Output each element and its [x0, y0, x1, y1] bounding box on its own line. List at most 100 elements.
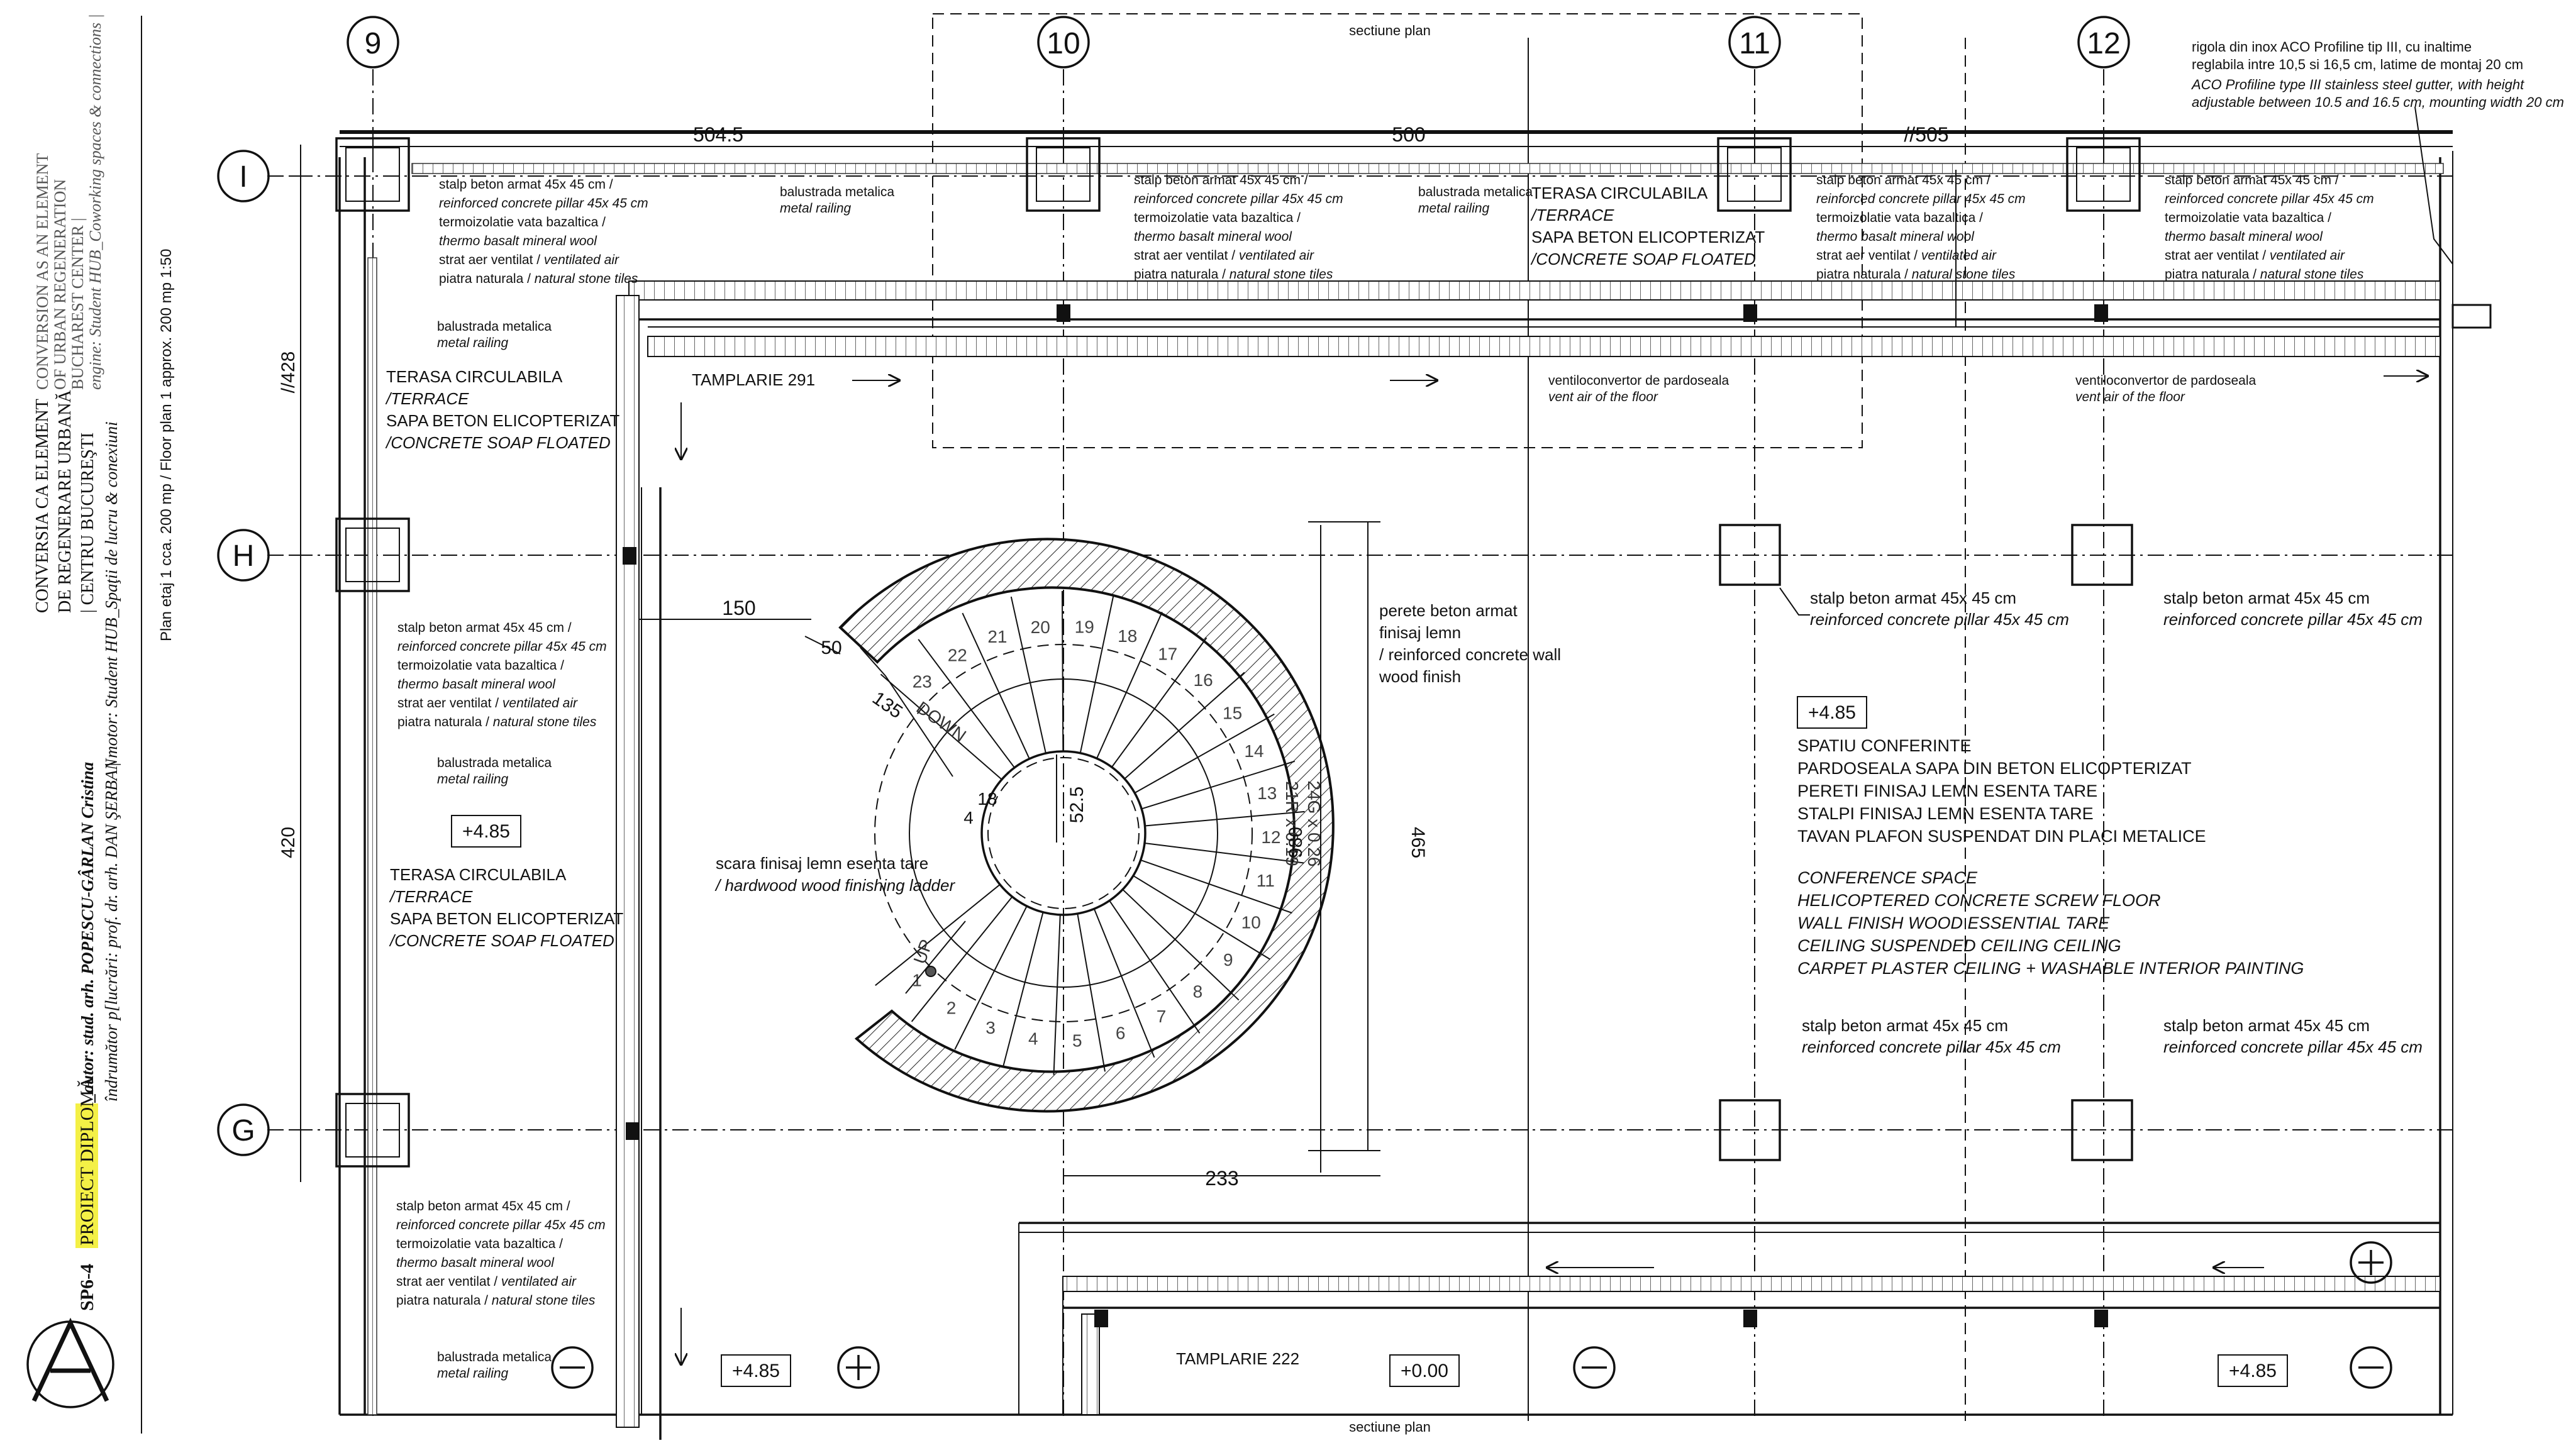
- stair-tread-line: [1010, 596, 1046, 754]
- flow-arrows: [681, 376, 2428, 1364]
- terrace-note-mid: TERASA CIRCULABILA /TERRACE SAPA BETON E…: [389, 865, 623, 950]
- coordinator-line: îndrumător p[lucrări: prof. dr. arh. DAN…: [102, 758, 121, 1102]
- svg-text:stalp beton armat 45x 45 cm: stalp beton armat 45x 45 cm: [1810, 589, 2016, 607]
- pillar-short-G11: stalp beton armat 45x 45 cm reinforced c…: [1802, 1016, 2061, 1056]
- svg-text:+4.85: +4.85: [2229, 1361, 2277, 1381]
- svg-text:stalp beton armat 45x 45 cm /: stalp beton armat 45x 45 cm /: [397, 621, 572, 635]
- svg-text:reinforced concrete pillar 45x: reinforced concrete pillar 45x 45 cm: [439, 196, 648, 211]
- stair-step-number: 12: [1261, 827, 1280, 847]
- section-label-top: sectiune plan: [1349, 23, 1431, 38]
- dim-233: 233: [1205, 1167, 1238, 1190]
- stair-tread-line: [1002, 912, 1044, 1068]
- svg-text:11: 11: [1739, 27, 1770, 60]
- pillar-note-G9: stalp beton armat 45x 45 cm / reinforced…: [396, 1199, 606, 1308]
- pillar-note-I10: stalp beton armat 45x 45 cm / reinforced…: [1134, 173, 1343, 282]
- svg-text:10: 10: [1046, 27, 1080, 60]
- axis-bubble-12: 12: [2077, 16, 2130, 69]
- svg-text:SAPA BETON ELICOPTERIZAT: SAPA BETON ELICOPTERIZAT: [386, 411, 619, 430]
- axis-bubble-I: I: [217, 150, 270, 202]
- stair-step-number: 21: [987, 627, 1007, 646]
- svg-text:piatra naturala / natural ston: piatra naturala / natural stone tiles: [397, 715, 597, 729]
- faculty-logo: [26, 1317, 114, 1408]
- railing-left: [367, 257, 377, 1415]
- grid-axes: 9 10 11 12 I H G: [217, 16, 2453, 1421]
- ro-motor: | motor: Student HUB_Spaţii de lucru & c…: [102, 421, 121, 767]
- dim-980: 980: [1285, 827, 1306, 858]
- pillar-note-I9: stalp beton armat 45x 45 cm / reinforced…: [439, 177, 648, 286]
- svg-text:/ hardwood wood finishing ladd: / hardwood wood finishing ladder: [714, 876, 955, 895]
- svg-text:termoizolatie vata bazaltica /: termoizolatie vata bazaltica /: [1816, 211, 1983, 225]
- stair-tread-line: [1096, 611, 1163, 759]
- stair-tread-line: [918, 639, 1015, 768]
- stair-step-number: 16: [1194, 670, 1213, 690]
- svg-text:thermo basalt mineral wool: thermo basalt mineral wool: [397, 677, 556, 692]
- svg-text:stalp beton armat 45x 45 cm: stalp beton armat 45x 45 cm: [2163, 589, 2370, 607]
- stair-tread-line: [875, 884, 1001, 987]
- svg-text:thermo basalt mineral wool: thermo basalt mineral wool: [2165, 229, 2323, 244]
- svg-text:TERASA CIRCULABILA: TERASA CIRCULABILA: [386, 367, 563, 386]
- en-title-3: BUCHAREST CENTER |: [69, 218, 87, 390]
- svg-text:+0.00: +0.00: [1401, 1361, 1448, 1381]
- stair-tread-line: [1053, 914, 1061, 1075]
- stair-tread-line: [1124, 671, 1245, 780]
- svg-text:strat aer ventilat / ventilate: strat aer ventilat / ventilated air: [396, 1274, 577, 1289]
- dim-I-H: //428: [278, 351, 299, 394]
- glazing-band-bottom: [1018, 1222, 2441, 1415]
- joinery-label-top: TAMPLARIE 291: [692, 370, 815, 389]
- svg-text:TAVAN PLAFON SUSPENDAT DIN PLA: TAVAN PLAFON SUSPENDAT DIN PLACI METALIC…: [1797, 827, 2206, 846]
- svg-text:finisaj lemn: finisaj lemn: [1379, 623, 1461, 642]
- level-mark-terrace: +4.85: [451, 815, 521, 848]
- project-type: PROIECT DIPLOMĂ: [77, 1076, 97, 1246]
- pillar-H12: [2071, 524, 2133, 586]
- pillar-note-I12: stalp beton armat 45x 45 cm / reinforced…: [2165, 173, 2374, 282]
- svg-text:stalp beton armat 45x 45 cm: stalp beton armat 45x 45 cm: [1802, 1016, 2008, 1035]
- pillar-I10: [1026, 137, 1101, 212]
- svg-text:reinforced concrete pillar 45x: reinforced concrete pillar 45x 45 cm: [1802, 1037, 2061, 1056]
- ro-title-3: | CENTRU BUCUREŞTI: [78, 433, 97, 613]
- stair-tread-line: [1093, 909, 1155, 1058]
- pillar-H11: [1719, 524, 1781, 586]
- svg-text:SAPA BETON ELICOPTERIZAT: SAPA BETON ELICOPTERIZAT: [1531, 228, 1765, 246]
- pillar-G9: [335, 1093, 410, 1168]
- svg-text:TERASA CIRCULABILA: TERASA CIRCULABILA: [390, 865, 567, 884]
- stair-tread-line: [1145, 810, 1305, 827]
- dim-11-12: //505: [1904, 123, 1948, 146]
- svg-text:CEILING SUSPENDED CEILING CEIL: CEILING SUSPENDED CEILING CEILING: [1797, 936, 2121, 955]
- dim-52-5: 52.5: [1067, 787, 1087, 823]
- svg-text:stalp beton armat 45x 45 cm /: stalp beton armat 45x 45 cm /: [1134, 173, 1308, 187]
- axis-bubble-9: 9: [347, 16, 399, 69]
- stair-tread-line: [1134, 713, 1275, 793]
- pillar-note-H9: stalp beton armat 45x 45 cm / reinforced…: [397, 621, 607, 729]
- svg-text:perete beton armat: perete beton armat: [1379, 601, 1518, 620]
- svg-text:/TERRACE: /TERRACE: [385, 389, 469, 408]
- svg-text:SAPA BETON ELICOPTERIZAT: SAPA BETON ELICOPTERIZAT: [390, 909, 623, 928]
- svg-text:WALL FINISH WOOD ESSENTIAL TAR: WALL FINISH WOOD ESSENTIAL TARE: [1797, 914, 2110, 932]
- svg-text:termoizolatie vata bazaltica /: termoizolatie vata bazaltica /: [2165, 211, 2331, 225]
- title-block: SP6-4 PROIECT DIPLOMĂ _autor: stud. arh.…: [26, 14, 175, 1434]
- terrace-note-top: TERASA CIRCULABILA /TERRACE SAPA BETON E…: [385, 367, 619, 452]
- wall-note: perete beton armat finisaj lemn / reinfo…: [1379, 601, 1561, 686]
- stair-step-number: 2: [947, 998, 957, 1018]
- svg-text:TERASA CIRCULABILA: TERASA CIRCULABILA: [1531, 184, 1708, 202]
- pillar-I12: [2066, 137, 2141, 212]
- svg-text:9: 9: [365, 27, 382, 60]
- svg-text:thermo basalt mineral wool: thermo basalt mineral wool: [1134, 229, 1292, 244]
- svg-text:HELICOPTERED CONCRETE SCREW FL: HELICOPTERED CONCRETE SCREW FLOOR: [1797, 891, 2161, 910]
- dim-H-G: 420: [278, 827, 299, 858]
- svg-text:12: 12: [2087, 27, 2120, 60]
- stair-step-number: 8: [1193, 982, 1203, 1002]
- svg-text:+4.85: +4.85: [732, 1361, 780, 1381]
- dim-4: 4: [963, 808, 974, 827]
- svg-text:strat aer ventilat / ventilate: strat aer ventilat / ventilated air: [439, 253, 619, 267]
- stair-step-number: 7: [1157, 1007, 1167, 1026]
- dim-50: 50: [821, 638, 841, 658]
- svg-text:reinforced concrete pillar 45x: reinforced concrete pillar 45x 45 cm: [2165, 192, 2374, 206]
- stair-tread-line: [1109, 900, 1201, 1034]
- stair-tread-line: [1140, 859, 1292, 914]
- ro-title-1: CONVERSIA CA ELEMENT: [33, 399, 52, 613]
- stair-tread-line: [1079, 596, 1114, 753]
- svg-text:strat aer ventilat / ventilate: strat aer ventilat / ventilated air: [1134, 248, 1314, 263]
- svg-text:PARDOSEALA SAPA DIN BETON ELIC: PARDOSEALA SAPA DIN BETON ELICOPTERIZAT: [1797, 759, 2192, 778]
